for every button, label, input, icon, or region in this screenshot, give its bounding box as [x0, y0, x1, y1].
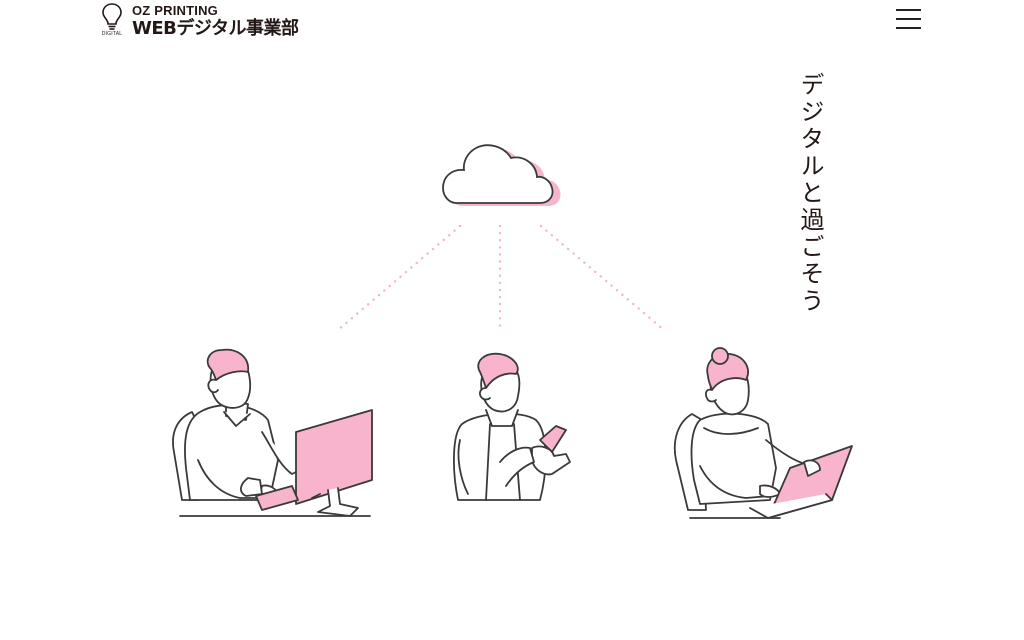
hamburger-menu-icon[interactable] [895, 6, 923, 32]
logo-text: OZ PRINTING WEBデジタル事業部 [132, 2, 299, 40]
man-with-smartphone-illustration [453, 352, 571, 501]
woman-with-laptop-illustration [673, 347, 853, 519]
site-logo[interactable]: DIGITAL OZ PRINTING WEBデジタル事業部 [98, 2, 299, 40]
logo-division-name: WEBデジタル事業部 [132, 18, 299, 39]
logo-company-name: OZ PRINTING [132, 3, 218, 18]
man-at-desktop-illustration [172, 348, 373, 517]
logo-mark-text: DIGITAL [101, 31, 123, 37]
lightbulb-icon: DIGITAL [98, 2, 126, 40]
connection-lines [336, 224, 666, 332]
hero-tagline: デジタルと過ごそう [796, 72, 824, 315]
cloud-icon [442, 144, 561, 206]
